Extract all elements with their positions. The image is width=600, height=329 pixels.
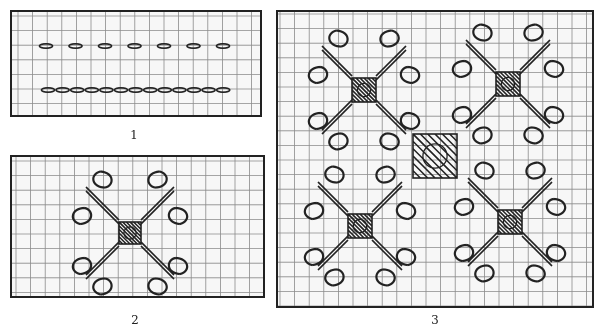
stitch-mark (129, 88, 142, 92)
panel-3-large-motif (276, 10, 594, 308)
loop-stitch (524, 24, 542, 40)
diagonal-arm (86, 242, 119, 279)
loop-stitch (309, 113, 327, 129)
center-motif (413, 134, 457, 178)
loop-stitch (545, 61, 563, 77)
loop-stitch (305, 203, 323, 219)
motif (309, 30, 419, 149)
cluster-stitch (413, 149, 442, 178)
star-stitch-cluster (496, 72, 520, 96)
loop-stitch (148, 171, 166, 187)
loop-stitch (305, 249, 323, 265)
cluster-stitch (450, 134, 457, 141)
grid-small-motif (12, 157, 263, 296)
loop-stitch (325, 269, 343, 285)
stitch-mark (56, 88, 69, 92)
stitch-mark (115, 88, 128, 92)
cluster-stitch (348, 230, 356, 238)
panel-2-small-motif (10, 155, 265, 298)
cluster-stitch (496, 88, 504, 96)
loop-stitch (473, 127, 491, 143)
loop-stitch (380, 133, 398, 149)
motif (455, 162, 565, 281)
loop-stitch (380, 30, 398, 46)
stitch-mark (188, 88, 201, 92)
cluster-stitch (368, 78, 376, 86)
stitch-mark (217, 88, 230, 92)
loop-stitch (73, 208, 91, 224)
loop-stitch (376, 269, 394, 285)
grid-lines (12, 12, 260, 115)
motif (305, 166, 415, 285)
stitch-mark (144, 88, 157, 92)
loop-stitch (169, 258, 187, 274)
star-stitch-cluster (348, 214, 372, 238)
grid-running-stitch (12, 12, 260, 115)
loop-stitch (473, 24, 491, 40)
motif (453, 24, 563, 143)
loop-stitch (526, 162, 544, 178)
star-stitch-cluster (352, 78, 376, 102)
loop-stitch (547, 199, 565, 215)
loop-stitch (397, 203, 415, 219)
cluster-stitch (514, 210, 522, 218)
star-stitch-cluster (413, 134, 457, 178)
stitch-mark (100, 88, 113, 92)
panel-1-running-stitch (10, 10, 262, 117)
loop-stitch (397, 249, 415, 265)
stitch-mark (173, 88, 186, 92)
loop-stitch (169, 208, 187, 224)
loop-stitch (401, 113, 419, 129)
stitch-mark (217, 44, 230, 48)
grid-large-motif (278, 12, 592, 306)
stitch-mark (202, 88, 215, 92)
stitch-mark (71, 88, 84, 92)
figure-2-label: 2 (120, 313, 150, 327)
figure-1-label: 1 (119, 128, 149, 142)
loop-stitch (309, 67, 327, 83)
cluster-stitch (442, 134, 457, 149)
loop-stitch (526, 265, 544, 281)
figure-3-label: 3 (420, 313, 450, 327)
stitch-mark (42, 88, 55, 92)
loop-stitch (545, 107, 563, 123)
loop-stitch (401, 67, 419, 83)
cluster-stitch (413, 163, 428, 178)
loop-stitch (455, 199, 473, 215)
loop-stitch (73, 258, 91, 274)
diagonal-arm (141, 242, 174, 279)
star-stitch-cluster (119, 222, 141, 244)
cluster-stitch (119, 237, 126, 244)
cluster-stitch (428, 134, 457, 163)
stitch-mark (40, 44, 53, 48)
stitch-mark (69, 44, 82, 48)
star-stitch-cluster (498, 210, 522, 234)
cluster-stitch (134, 222, 141, 229)
stitch-mark (85, 88, 98, 92)
stitch-mark (158, 88, 171, 92)
loop-stitch (524, 127, 542, 143)
stitch-mark (99, 44, 112, 48)
loop-stitch (93, 171, 111, 187)
